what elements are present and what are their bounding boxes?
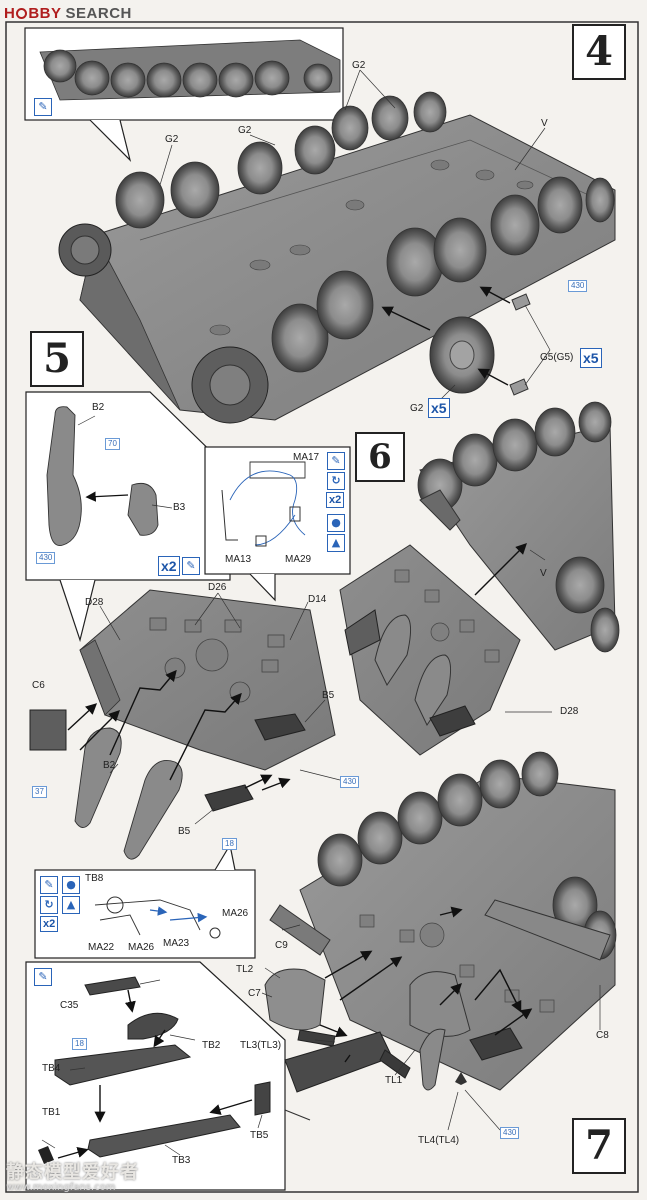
part-label: D28 — [85, 597, 104, 608]
part-label: B5 — [178, 826, 191, 837]
fold-up-icon: ▲ — [327, 534, 345, 552]
quantity-badge: x2 — [158, 556, 180, 576]
part-label: D14 — [308, 594, 327, 605]
part-label: TB5 — [250, 1130, 269, 1141]
part-label: MA13 — [225, 554, 252, 565]
paint-brush-icon: ✎ — [34, 98, 52, 116]
paint-brush-icon: ✎ — [327, 452, 345, 470]
step5-rear-plate — [29, 589, 341, 860]
part-label: MA29 — [285, 554, 312, 565]
part-label: V — [540, 568, 547, 579]
part-label: MA26 — [222, 908, 249, 919]
part-label: MA23 — [163, 938, 190, 949]
part-label: MA22 — [88, 942, 115, 953]
part-label: G2 — [410, 403, 424, 414]
part-label: TL3(TL3) — [240, 1040, 282, 1051]
part-label: D26 — [208, 582, 227, 593]
glue-drop-icon: ● — [62, 876, 80, 894]
glue-drop-icon: ● — [327, 514, 345, 532]
part-label: G5(G5) — [540, 352, 574, 363]
part-label: C7 — [248, 988, 261, 999]
part-label: TL2 — [236, 964, 254, 975]
quantity-badge: x5 — [580, 348, 602, 368]
part-label: TB2 — [202, 1040, 221, 1051]
step4-inset-track — [39, 39, 341, 101]
part-label: B2 — [103, 760, 116, 771]
page-frame — [5, 21, 639, 1193]
step-number-6: 6 — [355, 432, 405, 482]
quantity-badge: x2 — [40, 916, 59, 932]
part-label: TB1 — [42, 1107, 61, 1118]
step5-inset — [25, 391, 231, 643]
paint-brush-icon: ✎ — [182, 557, 200, 575]
part-label: C9 — [275, 940, 288, 951]
bend-icon: ↻ — [40, 896, 58, 914]
step7-hull — [261, 751, 617, 1131]
part-label: V — [541, 118, 548, 129]
quantity-badge: x2 — [326, 492, 345, 508]
part-label: TL4(TL4) — [418, 1135, 460, 1146]
part-label: G2 — [165, 134, 179, 145]
paint-brush-icon: ✎ — [34, 968, 52, 986]
color-reference: 430 — [500, 1127, 520, 1139]
step-number-7: 7 — [572, 1118, 626, 1174]
paint-brush-icon: ✎ — [40, 876, 58, 894]
color-reference: 70 — [105, 438, 120, 450]
color-reference: 430 — [36, 552, 56, 564]
color-reference: 18 — [72, 1038, 87, 1050]
step4-hull — [58, 69, 616, 424]
color-reference: 37 — [32, 786, 47, 798]
step-number-4: 4 — [572, 24, 626, 80]
part-label: TB4 — [42, 1063, 61, 1074]
step6-photoetch-inset — [204, 446, 351, 602]
part-label: D28 — [560, 706, 579, 717]
fold-up-icon: ▲ — [62, 896, 80, 914]
part-label: MA17 — [293, 452, 320, 463]
color-reference: 18 — [222, 838, 237, 850]
part-label: B5 — [322, 690, 335, 701]
quantity-badge: x5 — [428, 398, 450, 418]
step-number-5: 5 — [30, 331, 84, 387]
bend-icon: ↻ — [327, 472, 345, 490]
step6-assembly — [339, 401, 620, 756]
step7-subassembly-inset — [25, 961, 311, 1191]
part-label: B3 — [173, 502, 186, 513]
part-label: TL1 — [385, 1075, 403, 1086]
part-label: TB8 — [85, 873, 104, 884]
part-label: C6 — [32, 680, 45, 691]
part-label: MA26 — [128, 942, 155, 953]
part-label: C8 — [596, 1030, 609, 1041]
part-label: TB3 — [172, 1155, 191, 1166]
color-reference: 430 — [568, 280, 588, 292]
part-label: G2 — [352, 60, 366, 71]
part-label: G2 — [238, 125, 252, 136]
part-label: C35 — [60, 1000, 79, 1011]
color-reference: 430 — [340, 776, 360, 788]
part-label: B2 — [92, 402, 105, 413]
watermark-url: www.moxingfans.com — [6, 1182, 116, 1193]
watermark: 静态模型爱好者 — [6, 1162, 139, 1183]
